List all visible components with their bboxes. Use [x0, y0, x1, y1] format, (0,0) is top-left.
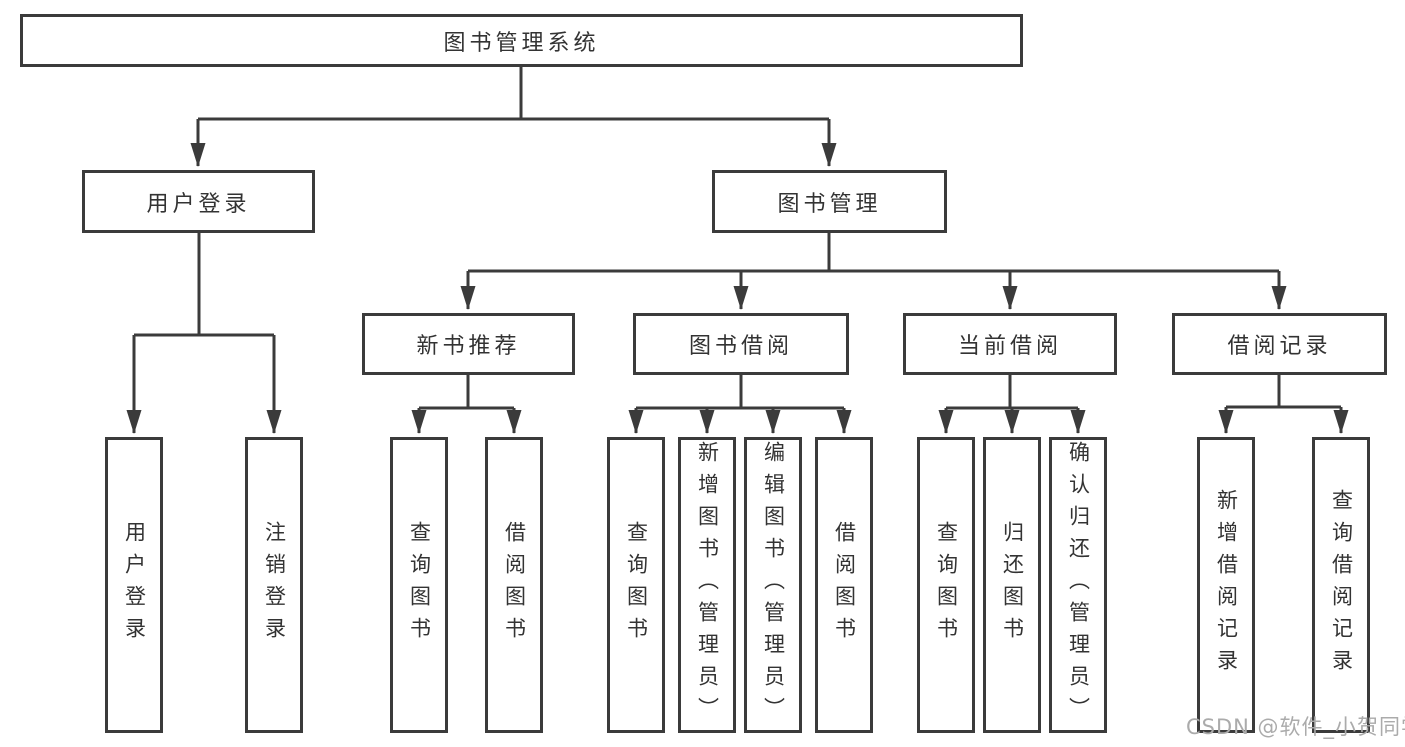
csdn-watermark: CSDN @软件_小贺同学 — [1186, 715, 1405, 739]
leaf-label: 借阅图书 — [832, 521, 857, 649]
leaf-label: 用户登录 — [122, 521, 147, 649]
connector-new-book-recommend-to-leaves — [411, 375, 522, 434]
node-book-borrow: 图书借阅 — [633, 313, 849, 375]
node-label: 当前借阅 — [957, 334, 1062, 359]
connector-borrow-records-to-leaves — [1218, 375, 1349, 434]
leaf-query-borrow-record: 查询借阅记录 — [1312, 437, 1370, 733]
node-label: 图书管理系统 — [443, 30, 600, 56]
node-root-system: 图书管理系统 — [20, 14, 1023, 67]
leaf-label: 查询图书 — [624, 521, 649, 649]
leaf-label: 新增图书（管理员） — [695, 441, 720, 729]
connector-current-borrow-to-leaves — [938, 375, 1086, 434]
connector-root-to-level2 — [190, 67, 837, 167]
leaf-query-books-recommend: 查询图书 — [390, 437, 448, 733]
node-user-login: 用户登录 — [82, 170, 315, 233]
node-label: 图书借阅 — [688, 334, 793, 359]
leaf-edit-books-admin: 编辑图书（管理员） — [744, 437, 802, 733]
leaf-label: 查询借阅记录 — [1329, 489, 1354, 681]
leaf-label: 编辑图书（管理员） — [761, 441, 786, 729]
node-label: 图书管理 — [777, 191, 882, 217]
leaf-query-books-borrow: 查询图书 — [607, 437, 665, 733]
leaf-label: 确认归还（管理员） — [1066, 441, 1091, 729]
leaf-borrow-books: 借阅图书 — [815, 437, 873, 733]
leaf-borrow-books-recommend: 借阅图书 — [485, 437, 543, 733]
node-label: 用户登录 — [146, 191, 251, 217]
leaf-confirm-return-admin: 确认归还（管理员） — [1049, 437, 1107, 733]
leaf-label: 归还图书 — [1000, 521, 1025, 649]
leaf-return-books: 归还图书 — [983, 437, 1041, 733]
connector-user-login-to-leaves — [126, 233, 282, 434]
leaf-label: 借阅图书 — [502, 521, 527, 649]
node-label: 借阅记录 — [1227, 334, 1332, 359]
leaf-user-login: 用户登录 — [105, 437, 163, 733]
connector-book-management-to-level3 — [460, 233, 1287, 310]
leaf-label: 新增借阅记录 — [1214, 489, 1239, 681]
leaf-logout: 注销登录 — [245, 437, 303, 733]
node-book-management: 图书管理 — [712, 170, 947, 233]
node-borrow-records: 借阅记录 — [1172, 313, 1387, 375]
leaf-label: 查询图书 — [407, 521, 432, 649]
node-current-borrow: 当前借阅 — [903, 313, 1117, 375]
leaf-add-books-admin: 新增图书（管理员） — [678, 437, 736, 733]
leaf-label: 注销登录 — [262, 521, 287, 649]
node-new-book-recommend: 新书推荐 — [362, 313, 575, 375]
node-label: 新书推荐 — [416, 334, 521, 359]
leaf-add-borrow-record: 新增借阅记录 — [1197, 437, 1255, 733]
leaf-query-books-current: 查询图书 — [917, 437, 975, 733]
leaf-label: 查询图书 — [934, 521, 959, 649]
connector-book-borrow-to-leaves — [628, 375, 852, 434]
